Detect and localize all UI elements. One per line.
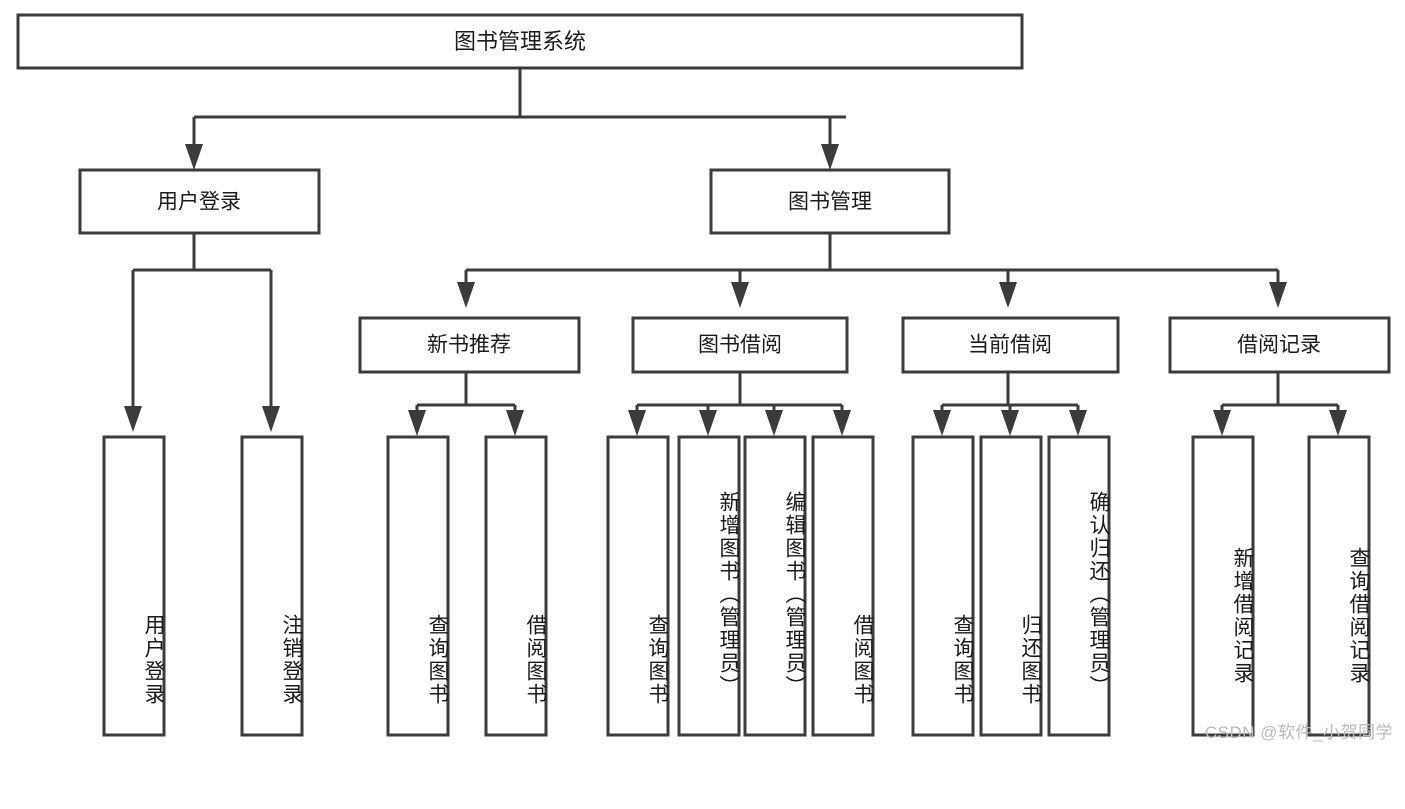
node-borrow-record[interactable]: 借阅记录 <box>1168 316 1391 374</box>
node-user-login[interactable]: 用户登录 <box>78 168 321 235</box>
node-user-login-label: 用户登录 <box>157 191 241 214</box>
connector-current-to-leaves <box>940 372 1080 412</box>
connector-newbook-to-leaves <box>415 372 517 412</box>
arrow-bookmgmt-to-record <box>1269 282 1287 308</box>
diagram-canvas: 图书管理系统 用户登录 图书管理 新书推荐 图书借阅 当前借阅 借阅记录 <box>16 13 1393 742</box>
arrow-current-to-leaf1 <box>933 410 951 436</box>
connector-root-to-level2 <box>192 68 846 148</box>
leaf-node-5[interactable] <box>677 435 741 737</box>
arrow-newbook-to-leaf2 <box>506 410 524 436</box>
connector-borrow-to-leaves <box>635 372 844 412</box>
arrow-borrow-to-leaf2 <box>699 410 717 436</box>
arrow-bookmgmt-to-newbook <box>457 282 475 308</box>
arrow-borrow-to-leaf4 <box>833 410 851 436</box>
arrow-borrow-to-leaf1 <box>628 410 646 436</box>
watermark: CSDN @软件_小贺同学 <box>1204 723 1393 742</box>
connector-bookmgmt-to-level3 <box>464 233 1280 282</box>
arrow-root-to-book-mgmt <box>821 144 839 170</box>
leaf-node-1[interactable] <box>240 435 304 737</box>
node-borrow-record-label: 借阅记录 <box>1237 334 1321 357</box>
node-root[interactable]: 图书管理系统 <box>16 13 1024 70</box>
arrow-current-to-leaf3 <box>1069 410 1087 436</box>
leaf-node-11[interactable] <box>1191 435 1255 737</box>
hierarchy-diagram: 图书管理系统 用户登录 图书管理 新书推荐 图书借阅 当前借阅 借阅记录 <box>16 13 1391 737</box>
leaf-node-10[interactable] <box>1047 435 1111 737</box>
node-book-management-label: 图书管理 <box>788 191 872 214</box>
leaf-node-6[interactable] <box>743 435 807 737</box>
arrow-newbook-to-leaf1 <box>408 410 426 436</box>
leaf-node-7[interactable] <box>811 435 875 737</box>
arrow-root-to-user-login <box>185 144 203 170</box>
node-root-label: 图书管理系统 <box>454 29 586 54</box>
leaf-node-8[interactable] <box>911 435 975 737</box>
arrow-current-to-leaf2 <box>1001 410 1019 436</box>
node-book-management[interactable]: 图书管理 <box>709 168 951 235</box>
arrow-userlogin-to-leaf1 <box>124 406 142 432</box>
arrow-record-to-leaf1 <box>1213 410 1231 436</box>
node-new-book-recommend-label: 新书推荐 <box>427 334 511 357</box>
arrow-borrow-to-leaf3 <box>765 410 783 436</box>
arrow-bookmgmt-to-borrow <box>731 282 749 308</box>
leaf-box-group <box>102 435 1371 737</box>
connector-record-to-leaves <box>1220 372 1340 412</box>
arrow-bookmgmt-to-current <box>999 282 1017 308</box>
connector-booklogin-to-leaves <box>131 233 273 410</box>
leaf-node-9[interactable] <box>979 435 1043 737</box>
node-new-book-recommend[interactable]: 新书推荐 <box>358 316 581 374</box>
node-current-borrow[interactable]: 当前借阅 <box>901 316 1120 374</box>
node-book-borrow[interactable]: 图书借阅 <box>631 316 849 374</box>
leaf-node-3[interactable] <box>484 435 548 737</box>
leaf-node-2[interactable] <box>386 435 450 737</box>
leaf-node-12[interactable] <box>1307 435 1371 737</box>
arrow-userlogin-to-leaf2 <box>262 406 280 432</box>
leaf-node-0[interactable] <box>102 435 166 737</box>
leaf-node-4[interactable] <box>606 435 670 737</box>
node-book-borrow-label: 图书借阅 <box>698 334 782 357</box>
arrow-record-to-leaf2 <box>1329 410 1347 436</box>
node-current-borrow-label: 当前借阅 <box>968 334 1052 357</box>
